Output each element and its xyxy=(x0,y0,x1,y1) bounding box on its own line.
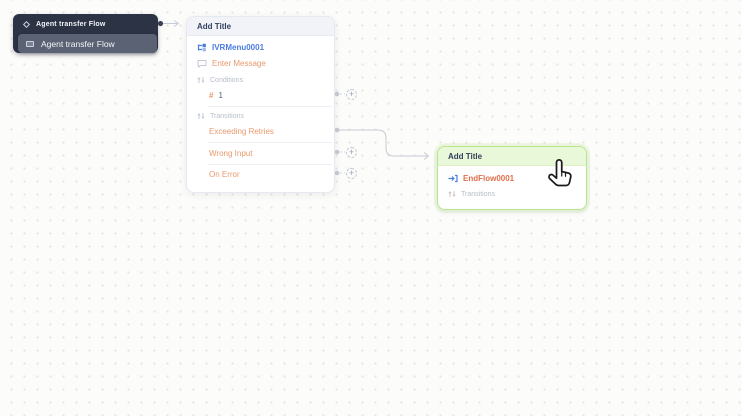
ivr-card-title[interactable]: Add Title xyxy=(187,17,334,36)
conditions-icon xyxy=(197,76,205,84)
agent-transfer-icon xyxy=(26,40,34,47)
transition-wrong-input[interactable]: Wrong Input xyxy=(187,147,334,160)
port-exceeding-retries xyxy=(334,127,340,133)
drag-node-source-label: Agent transfer Flow xyxy=(36,20,106,28)
exceeding-retries-label: Exceeding Retries xyxy=(209,127,274,136)
hand-pointer-cursor xyxy=(548,159,572,187)
on-error-label: On Error xyxy=(209,170,240,179)
conditions-section-row: Conditions xyxy=(187,74,334,86)
transitions-section-row: Transitions xyxy=(187,110,334,122)
plus-icon: + xyxy=(348,167,355,178)
condition-number: 1 xyxy=(218,91,223,100)
flow-diamond-icon xyxy=(22,20,31,28)
add-connection-button-condition-1[interactable]: + xyxy=(346,88,357,100)
end-flow-icon xyxy=(448,174,458,183)
ivr-node-name: IVRMenu0001 xyxy=(212,43,265,52)
ivr-menu-icon xyxy=(197,43,207,52)
conditions-section-label: Conditions xyxy=(210,76,244,84)
condition-1-item[interactable]: #1 xyxy=(187,89,334,102)
transitions-icon xyxy=(197,112,205,120)
drag-ghost-agent-transfer[interactable]: Agent transfer Flow xyxy=(18,34,157,53)
connection-arrow xyxy=(173,20,179,27)
drag-ghost-label: Agent transfer Flow xyxy=(41,38,115,49)
drag-node-output-port xyxy=(157,20,164,27)
port-on-error xyxy=(334,170,340,176)
end-flow-node-card[interactable]: Add Title EndFlow0001 Transitions xyxy=(437,146,587,210)
transition-exceeding-retries[interactable]: Exceeding Retries xyxy=(187,125,334,138)
end-node-name-row[interactable]: EndFlow0001 xyxy=(438,172,586,185)
condition-prefix: # xyxy=(209,91,214,100)
transition-divider xyxy=(208,142,332,143)
connection-arrow xyxy=(423,152,429,160)
wrong-input-label: Wrong Input xyxy=(209,149,253,158)
enter-message-label: Enter Message xyxy=(212,59,266,68)
port-condition-1 xyxy=(334,91,340,97)
message-bubble-icon xyxy=(197,59,207,68)
end-node-name: EndFlow0001 xyxy=(463,174,515,183)
plus-icon: + xyxy=(348,88,355,99)
enter-message-item[interactable]: Enter Message xyxy=(187,57,334,70)
drag-node-source-row[interactable]: Agent transfer Flow xyxy=(13,14,158,34)
plus-icon: + xyxy=(348,146,355,157)
ivr-node-name-row[interactable]: IVRMenu0001 xyxy=(187,41,334,54)
add-connection-button-wrong-input[interactable]: + xyxy=(346,146,357,158)
ivr-menu-node-card[interactable]: Add Title IVRMenu0001 Enter Message Cond… xyxy=(186,16,335,193)
section-divider xyxy=(208,106,332,107)
transition-divider xyxy=(208,164,332,165)
add-connection-button-on-error[interactable]: + xyxy=(346,167,357,179)
port-wrong-input xyxy=(334,149,340,155)
connection-drag-to-ivr xyxy=(163,20,179,27)
end-transitions-section-row: Transitions xyxy=(438,188,586,200)
end-transitions-section-label: Transitions xyxy=(461,190,495,198)
transition-on-error[interactable]: On Error xyxy=(187,168,334,181)
transitions-icon xyxy=(448,190,456,198)
transitions-section-label: Transitions xyxy=(210,112,244,120)
end-card-title[interactable]: Add Title xyxy=(438,147,586,166)
drag-node-agent-transfer[interactable]: Agent transfer Flow Agent transfer Flow xyxy=(13,14,158,53)
